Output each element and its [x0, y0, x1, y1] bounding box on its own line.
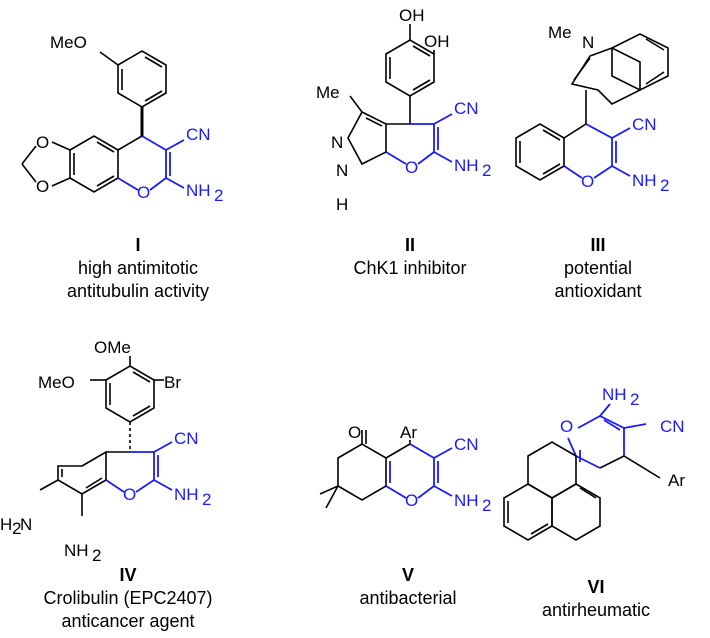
atom-o: O [36, 177, 49, 196]
compound-description: antirheumatic [541, 600, 651, 620]
atom-sub2: 2 [630, 390, 639, 409]
atom-sub2: 2 [202, 490, 211, 509]
compound-number: III [590, 235, 606, 255]
atom-cn: CN [660, 417, 685, 436]
compound-description: anticancer agent [61, 611, 195, 631]
atom-n: N [20, 515, 32, 534]
atom-o: O [36, 133, 49, 152]
atom-n: N [336, 161, 348, 180]
atom-h2n: H [0, 515, 12, 534]
atom-n: N [582, 33, 594, 52]
compound-number: V [401, 565, 414, 585]
atom-meo: MeO [50, 33, 87, 52]
atom-n: N [331, 133, 343, 152]
compound-number: I [135, 235, 141, 255]
atom-o: O [123, 485, 136, 504]
atom-me: Me [316, 83, 340, 102]
atom-nh2: NH [64, 541, 89, 560]
atom-o: O [137, 183, 150, 202]
atom-oh: OH [424, 32, 450, 51]
atom-nh2: NH [602, 385, 627, 404]
compound-description: antioxidant [554, 281, 642, 301]
compound-II-structure: OH OH Me N N H O CN NH 2 [316, 6, 491, 214]
atom-ar: Ar [400, 423, 417, 442]
caption-compound-VI: VI antirheumatic [486, 576, 706, 622]
caption-compound-II: II ChK1 inhibitor [300, 234, 520, 280]
atom-sub2: 2 [482, 161, 491, 180]
atom-cn: CN [632, 115, 657, 134]
compound-number: VI [587, 577, 605, 597]
atom-cn: CN [174, 429, 199, 448]
atom-cn: CN [186, 125, 211, 144]
atom-cn: CN [454, 435, 479, 454]
atom-oh: OH [399, 6, 425, 25]
caption-compound-III: III potential antioxidant [488, 234, 708, 303]
caption-compound-V: V antibacterial [298, 564, 518, 610]
atom-nh2: NH [454, 156, 479, 175]
caption-compound-I: I high antimitotic antitubulin activity [28, 234, 248, 303]
atom-sub2: 2 [92, 546, 101, 565]
compound-I-structure: MeO O O O CN NH 2 [21, 33, 223, 205]
compound-description: potential [563, 258, 633, 278]
atom-sub2: 2 [660, 176, 669, 195]
caption-compound-IV: IV Crolibulin (EPC2407) anticancer agent [18, 564, 238, 633]
compound-VI-structure: NH 2 CN Ar O [503, 385, 685, 541]
atom-o: O [405, 491, 418, 510]
atom-o: O [560, 417, 573, 436]
atom-ome: OMe [94, 338, 131, 357]
atom-o: O [348, 423, 361, 442]
compound-number: IV [119, 565, 137, 585]
atom-meo: MeO [38, 373, 75, 392]
atom-sub2: 2 [482, 496, 491, 515]
compound-description: high antimitotic [77, 258, 199, 278]
atom-br: Br [164, 373, 181, 392]
atom-o: O [581, 172, 594, 191]
compound-III-structure: Me N O CN NH 2 [515, 23, 669, 195]
atom-sub2: 2 [214, 186, 223, 205]
atom-nh2: NH [632, 171, 657, 190]
compound-number: II [404, 235, 415, 255]
atom-nh2: NH [454, 491, 479, 510]
compound-description: Crolibulin (EPC2407) [43, 588, 213, 608]
compound-description: antitubulin activity [66, 281, 210, 301]
atom-nh2: NH [174, 485, 199, 504]
compound-description: ChK1 inhibitor [353, 258, 467, 278]
atom-sub2: 2 [12, 519, 21, 538]
compound-V-structure: O Ar O CN NH 2 [319, 423, 491, 515]
atom-nh2: NH [186, 181, 211, 200]
atom-me: Me [548, 23, 572, 42]
atom-ar: Ar [668, 471, 685, 490]
compound-description: antibacterial [359, 588, 457, 608]
compound-IV-structure: OMe MeO Br H 2 N NH 2 O CN NH 2 [0, 338, 211, 565]
atom-cn: CN [454, 99, 479, 118]
atom-h: H [336, 195, 348, 214]
atom-o: O [405, 158, 418, 177]
